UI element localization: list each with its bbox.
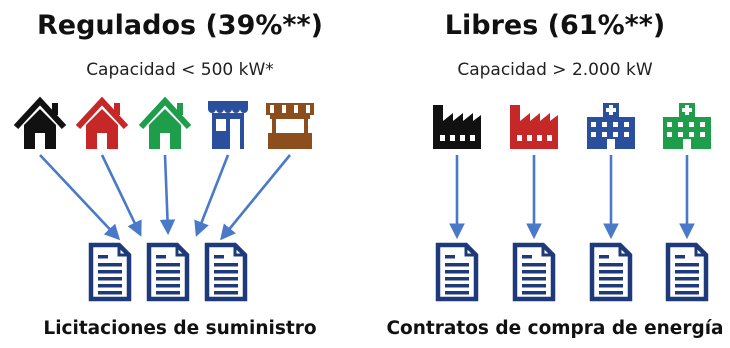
document-icon	[204, 242, 248, 302]
supply-tenders-caption: Licitaciones de suministro	[43, 318, 317, 339]
flow-arrow	[159, 154, 176, 236]
store-icon	[208, 101, 248, 149]
documents-group	[88, 242, 709, 302]
icons-group	[13, 96, 711, 149]
document-icon	[146, 242, 190, 302]
flow-arrow	[100, 154, 142, 237]
document-icon	[435, 242, 479, 302]
arrows-group	[39, 154, 695, 241]
market-stall-icon	[266, 103, 314, 149]
document-icon	[88, 242, 132, 302]
house-icon	[75, 96, 129, 149]
hospital-icon	[587, 103, 635, 149]
flow-arrow	[220, 154, 292, 241]
document-icon	[589, 242, 633, 302]
document-icon	[665, 242, 709, 302]
free-title: Libres (61%**)	[444, 10, 666, 41]
free-capacity-label: Capacidad > 2.000 kW	[457, 60, 653, 80]
house-icon	[138, 96, 192, 149]
flow-arrow	[194, 154, 230, 237]
factory-icon	[433, 105, 481, 149]
factory-icon	[510, 105, 558, 149]
hospital-icon	[663, 103, 711, 149]
regulated-capacity-label: Capacidad < 500 kW*	[86, 60, 274, 80]
flow-arrow	[39, 154, 121, 241]
energy-contracts-caption: Contratos de compra de energía	[386, 318, 724, 339]
document-icon	[512, 242, 556, 302]
house-icon	[13, 96, 67, 149]
regulated-title: Regulados (39%**)	[36, 10, 324, 41]
